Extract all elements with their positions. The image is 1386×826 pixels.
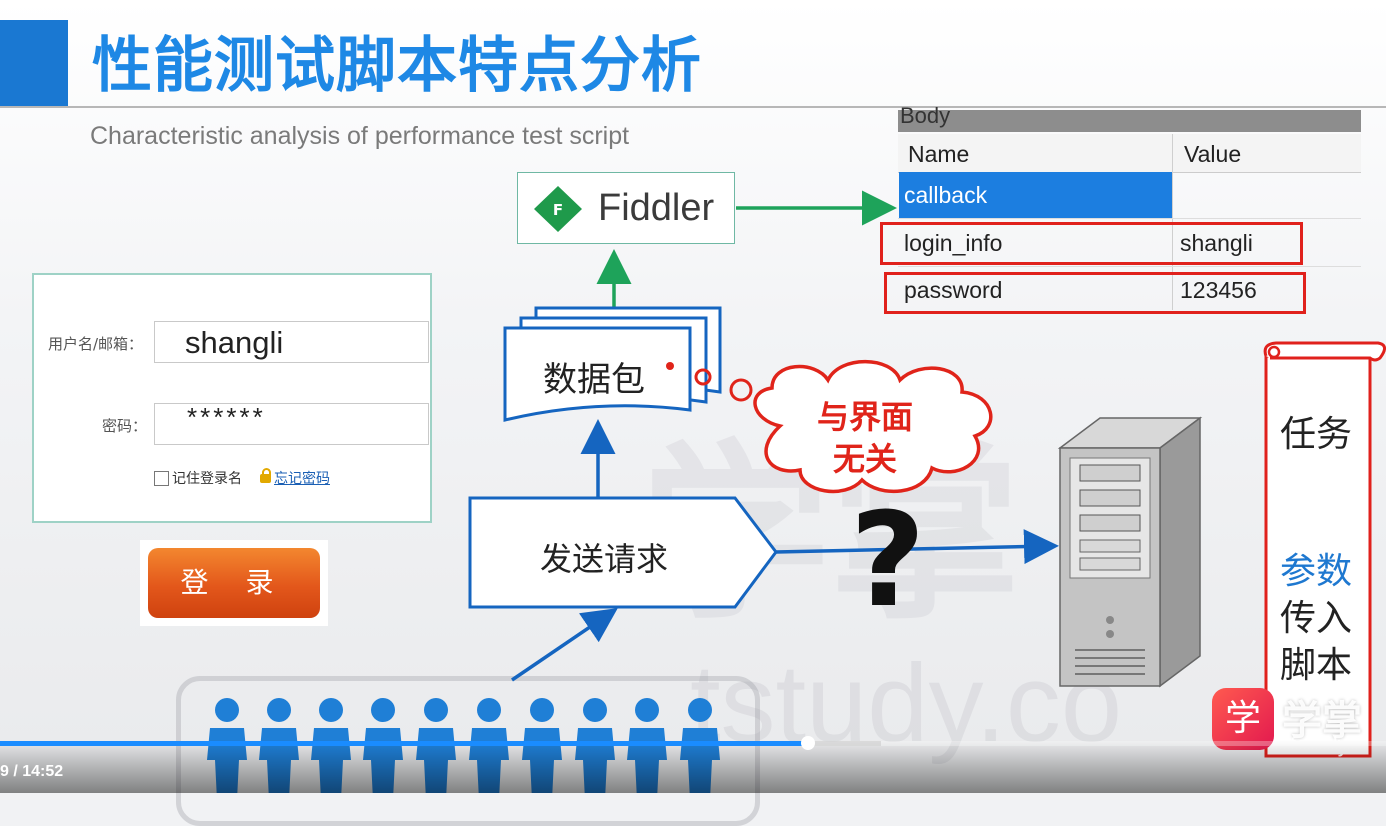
task-scroll-icon <box>1263 341 1386 758</box>
flow-diagram <box>207 190 1386 793</box>
thought-cloud-icon <box>666 359 993 494</box>
row-name-password[interactable]: password <box>904 277 1003 303</box>
scroll-text-pass-in: 传入 <box>1280 598 1353 639</box>
login-form: 用户名/邮箱： shangli 密码： ****** 记住登录名 忘记密码 <box>32 273 432 523</box>
username-input[interactable]: shangli <box>154 321 429 363</box>
cloud-text-line1: 与界面 <box>816 398 913 436</box>
progress-played <box>0 741 809 746</box>
arrow-send-to-server <box>775 529 1059 565</box>
server-icon <box>1057 416 1203 688</box>
scroll-text-task: 任务 <box>1280 414 1353 455</box>
scroll-text-params: 参数 <box>1280 551 1353 592</box>
send-request-shape <box>468 496 778 609</box>
slide-subtitle: Characteristic analysis of performance t… <box>90 122 630 150</box>
fiddler-logo-box: F Fiddler <box>517 172 735 244</box>
packet-label: 数据包 <box>543 360 645 400</box>
cloud-text-line2: 无关 <box>832 440 897 478</box>
fiddler-logo-letter: F <box>553 201 563 219</box>
row-value-password[interactable]: 123456 <box>1180 277 1257 303</box>
column-header-value: Value <box>1184 141 1242 167</box>
arrow-users-to-send <box>511 608 618 682</box>
login-button-frame: 登 录 <box>140 540 328 626</box>
player-control-bar <box>0 740 1386 793</box>
request-body-table: Body Name Value callback login_info shan… <box>898 103 1361 310</box>
login-button[interactable]: 登 录 <box>148 548 320 618</box>
scroll-text-script: 脚本 <box>1280 645 1353 686</box>
progress-scrubber-handle[interactable] <box>801 736 816 750</box>
remember-checkbox[interactable] <box>154 471 169 486</box>
body-table-header: Body <box>898 103 1361 132</box>
selected-row-highlight[interactable] <box>899 172 1172 218</box>
fiddler-diamond-icon: F <box>534 186 582 232</box>
body-table-column-row <box>898 134 1361 173</box>
login-info-highlight-box <box>880 222 1303 265</box>
password-input[interactable]: ****** <box>154 403 429 445</box>
remember-label: 记住登录名 <box>172 471 242 487</box>
title-accent-bar <box>0 20 68 107</box>
lock-icon <box>260 468 271 483</box>
playback-time: 9 / 14:52 <box>0 763 64 780</box>
row-value-login-info[interactable]: shangli <box>1180 230 1253 256</box>
brand-site: tstudy.c <box>1290 732 1364 758</box>
password-label: 密码： <box>102 417 148 435</box>
forgot-password-link[interactable]: 忘记密码 <box>274 471 330 487</box>
title-divider <box>0 106 1386 108</box>
row-divider <box>898 218 1361 219</box>
brand-logo-icon: 学 <box>1212 688 1274 750</box>
fiddler-label: Fiddler <box>598 187 715 229</box>
row-name-login-info[interactable]: login_info <box>904 230 1003 256</box>
password-highlight-box <box>884 272 1306 314</box>
username-label: 用户名/邮箱： <box>48 335 144 353</box>
send-request-label: 发送请求 <box>540 540 669 578</box>
row-name-callback: callback <box>904 182 988 208</box>
column-header-name: Name <box>908 141 970 167</box>
row-divider <box>898 266 1361 267</box>
brand-name: 学掌 <box>1282 698 1362 744</box>
packet-stack-icon <box>503 306 722 422</box>
question-mark: ? <box>850 484 926 636</box>
slide-title: 性能测试脚本特点分析 <box>92 31 702 101</box>
body-table-title: Body <box>900 103 951 128</box>
